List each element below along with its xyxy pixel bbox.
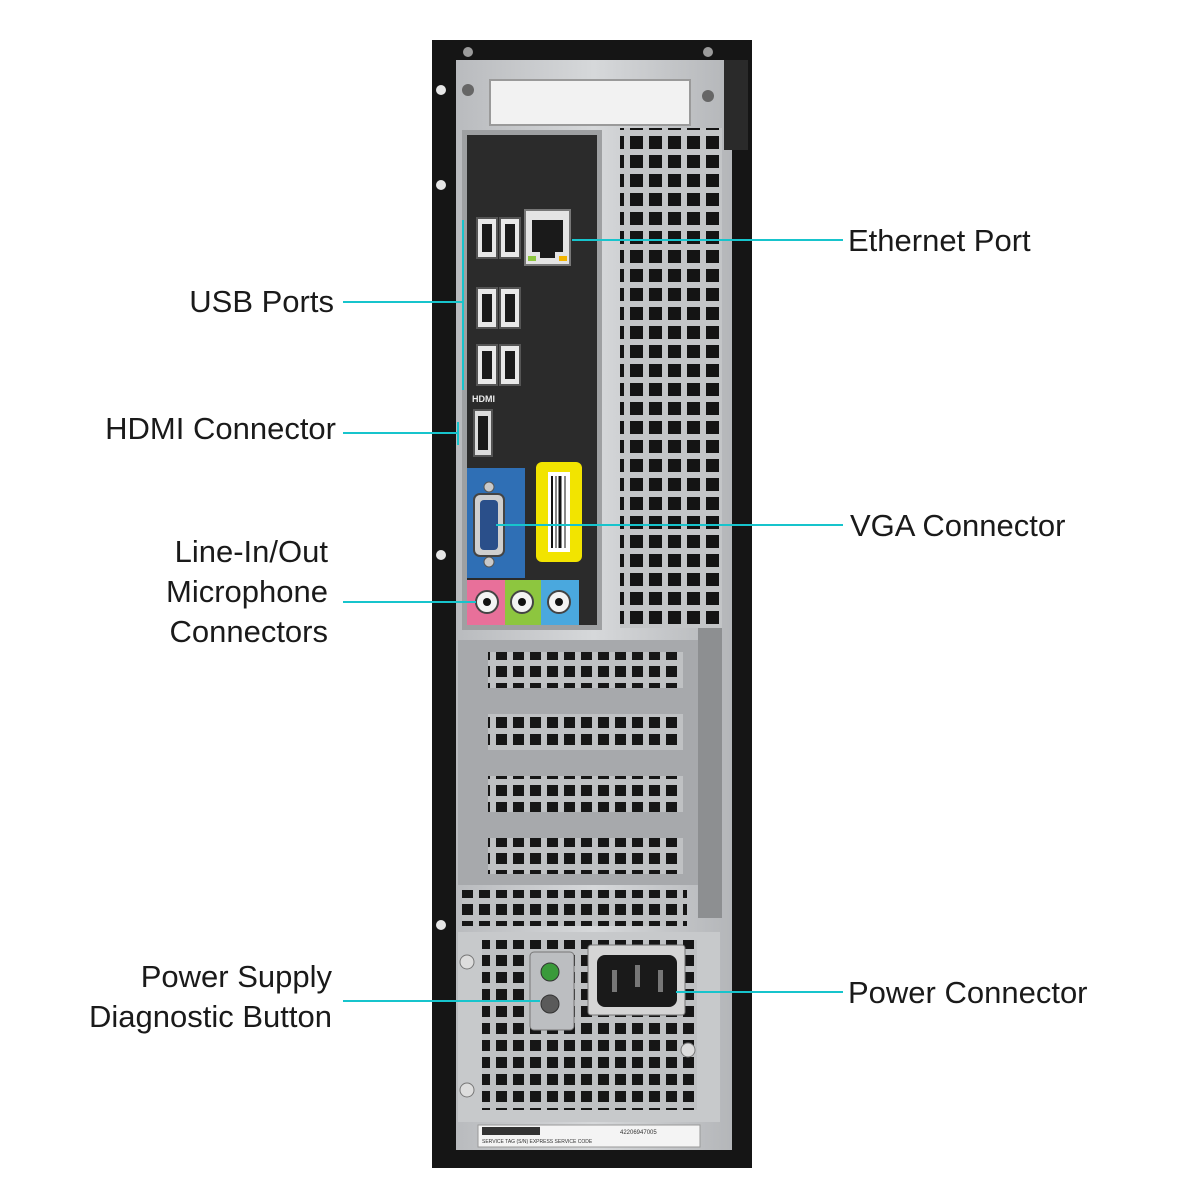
audio-jack-icon (510, 590, 534, 614)
label-power-connector: Power Connector (848, 975, 1088, 1010)
label-vga-connector: VGA Connector (850, 508, 1066, 543)
power-socket-icon (587, 944, 686, 1016)
lower-vent-grille (462, 890, 687, 926)
callout-line-usb (343, 220, 464, 390)
label-audio-line-2: Microphone (166, 574, 328, 609)
label-audio-connectors: Line-In/Out Microphone Connectors (166, 532, 328, 652)
label-audio-line-3: Connectors (169, 614, 328, 649)
service-sticker (536, 462, 582, 562)
psu-diagnostic-button[interactable] (529, 951, 575, 1031)
label-hdmi-connector: HDMI Connector (105, 411, 336, 446)
vga-icon (473, 481, 505, 568)
hdmi-port: HDMI (472, 394, 495, 457)
audio-jack-icon (547, 590, 571, 614)
ethernet-icon (524, 209, 571, 266)
usb-ports (476, 217, 521, 386)
label-psu-line-1: Power Supply (140, 959, 332, 994)
audio-jacks (467, 580, 579, 625)
vga-port (467, 468, 525, 578)
callout-lines (343, 220, 843, 1002)
upper-vent-grille (620, 128, 722, 628)
label-usb-ports: USB Ports (189, 284, 334, 319)
service-tag-label: SERVICE TAG (S/N) EXPRESS SERVICE CODE 4… (477, 1124, 701, 1148)
serial-number-text: 42206947005 (620, 1130, 657, 1136)
usb-icon (476, 217, 521, 259)
hdmi-port-text: HDMI (472, 394, 495, 404)
expansion-slots (458, 628, 722, 918)
label-ethernet-port: Ethernet Port (848, 223, 1031, 258)
usb-icon (476, 287, 521, 329)
power-supply (458, 932, 720, 1122)
callout-line-hdmi (343, 422, 459, 445)
usb-icon (476, 344, 521, 386)
label-audio-line-1: Line-In/Out (174, 534, 328, 569)
label-psu-line-2: Diagnostic Button (89, 999, 332, 1034)
label-psu-diagnostic-button: Power Supply Diagnostic Button (89, 957, 332, 1037)
audio-jack-icon (475, 590, 499, 614)
service-tag-text: SERVICE TAG (S/N) EXPRESS SERVICE CODE (482, 1139, 593, 1145)
